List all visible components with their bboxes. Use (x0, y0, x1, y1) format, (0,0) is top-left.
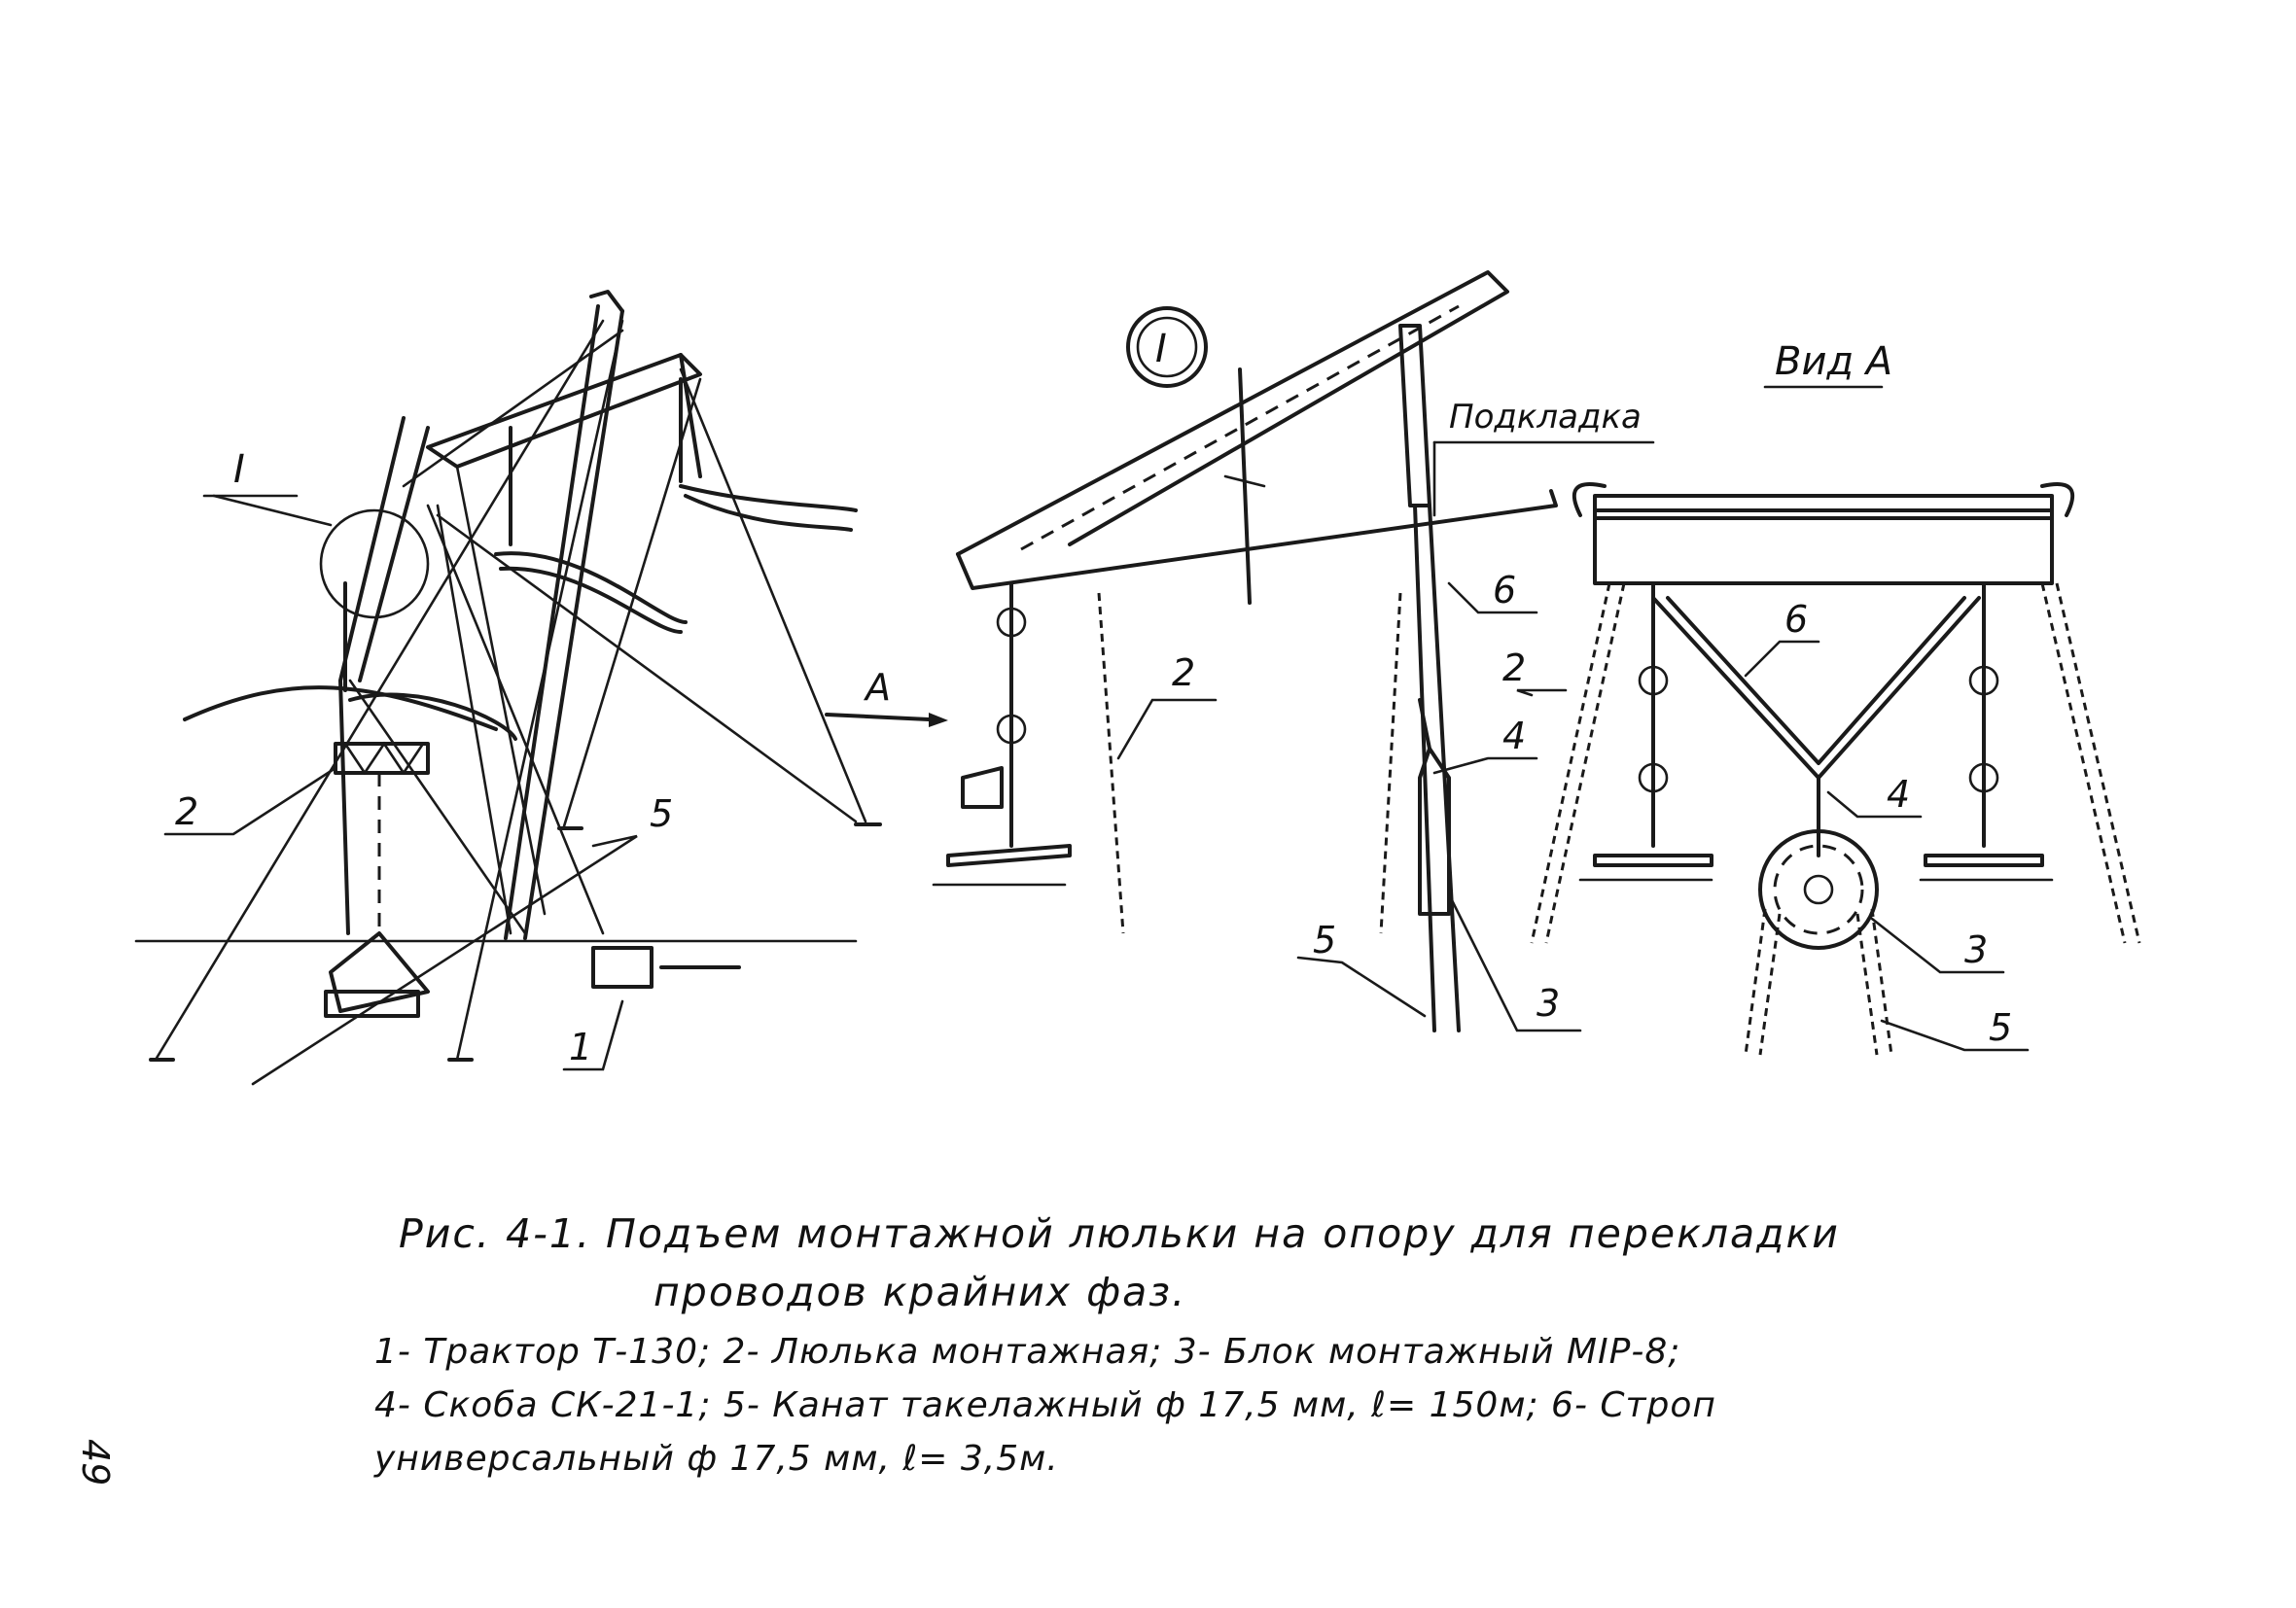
figure-caption-title: Рис. 4-1. Подъем монтажной люльки на опо… (399, 1210, 1840, 1257)
callout-mid-4: 4 (1502, 715, 1526, 757)
callout-left-I: I (233, 447, 245, 492)
callout-right-4: 4 (1887, 773, 1910, 816)
callout-mid-3: 3 (1537, 982, 1560, 1025)
legend-line-1: 1- Трактор Т-130; 2- Люлька монтажная; 3… (374, 1332, 1681, 1372)
view-A-label: Вид А (1775, 339, 1892, 384)
callout-left-1: 1 (569, 1026, 592, 1068)
figure-caption-title-cont: проводов крайних фаз. (653, 1269, 1187, 1315)
callout-right-3: 3 (1964, 928, 1988, 971)
callout-mid-5: 5 (1313, 919, 1336, 961)
view-A: Вид А 6 (1502, 339, 2141, 1056)
callout-right-5: 5 (1989, 1006, 2012, 1049)
detail-marker-label: I (1155, 327, 1167, 371)
callout-left-5: 5 (650, 792, 673, 835)
pad-label: Подкладка (1449, 398, 1642, 437)
arrow-label-A: А (863, 666, 891, 709)
callout-mid-2: 2 (1172, 651, 1195, 694)
tower-overview: I 2 5 1 А (134, 290, 948, 1086)
page-number: 49 (74, 1439, 117, 1486)
callout-left-2: 2 (175, 790, 198, 833)
callout-mid-6: 6 (1493, 569, 1516, 612)
detail-view-I: I Подкладка 2 6 4 5 (932, 270, 1655, 1032)
legend-line-3: универсальный ф 17,5 мм, ℓ= 3,5м. (374, 1439, 1059, 1479)
callout-right-6: 6 (1784, 598, 1808, 641)
legend-line-2: 4- Скоба СК-21-1; 5- Канат такелажный ф … (374, 1385, 1716, 1425)
callout-right-2: 2 (1502, 647, 1526, 689)
